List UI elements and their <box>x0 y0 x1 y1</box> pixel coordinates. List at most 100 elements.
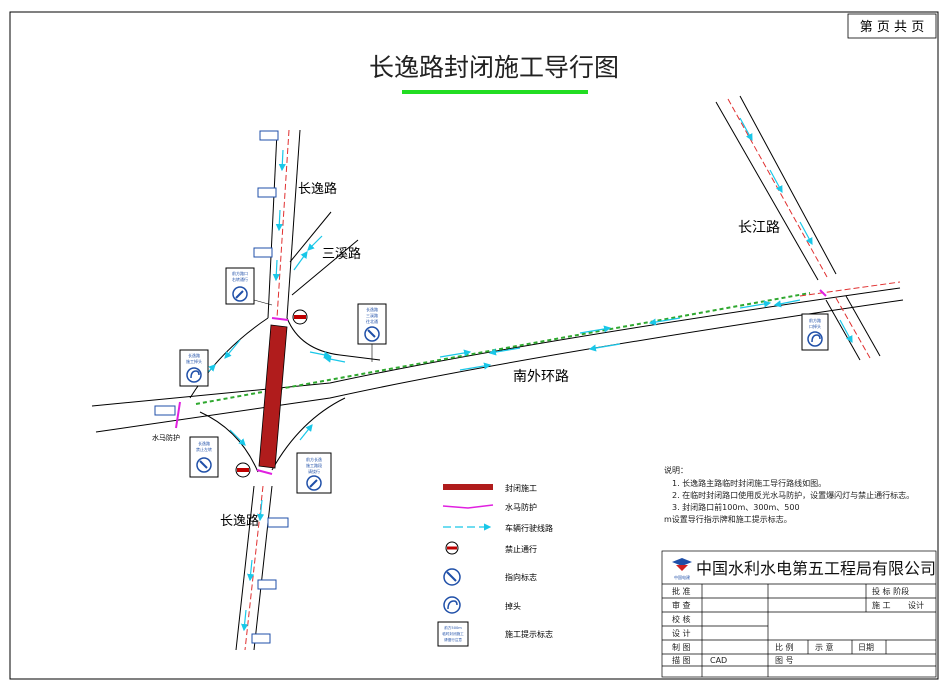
svg-text:请慢行注意: 请慢行注意 <box>444 637 462 642</box>
barrier-north <box>271 317 289 321</box>
title-block <box>661 550 937 678</box>
barrier-south <box>256 469 273 475</box>
label-sanxi: 三溪路 <box>322 246 361 262</box>
sheet-border <box>9 11 939 680</box>
legend-label: 车辆行驶线路 <box>505 523 553 533</box>
barrier-west <box>175 401 181 429</box>
changjiang-east-edge <box>739 95 837 275</box>
uturn-sign-right: 前方路 口掉头 <box>801 313 829 351</box>
changjiang-cross-centerline <box>799 281 901 297</box>
legend-label: 封闭施工 <box>505 483 537 493</box>
company-logo: 中国电建 <box>672 558 692 580</box>
svg-text:请绕行: 请绕行 <box>308 468 320 474</box>
legend-swatch-closure <box>443 484 493 490</box>
svg-text:往北通: 往北通 <box>366 318 378 324</box>
lane-sign <box>267 517 289 528</box>
legend-label: 禁止通行 <box>505 544 537 554</box>
svg-text:禁止左转: 禁止左转 <box>196 446 212 452</box>
nanwaihuan-south-edge <box>95 299 904 433</box>
svg-text:设 计: 设 计 <box>672 628 691 638</box>
svg-text:示 意: 示 意 <box>815 642 834 652</box>
svg-text:前方路口: 前方路口 <box>232 270 248 276</box>
legend-label: 施工提示标志 <box>505 629 553 639</box>
label-changjiang: 长江路 <box>738 220 780 236</box>
svg-text:施工掉头: 施工掉头 <box>186 358 202 364</box>
svg-text:设计: 设计 <box>908 600 924 610</box>
company-name: 中国水利水电第五工程局有限公司 <box>696 559 936 578</box>
page-counter-box <box>847 13 937 39</box>
pointer-sign-right: 前方长逸 施工路段 请绕行 <box>296 452 332 494</box>
svg-text:比 例: 比 例 <box>775 642 794 652</box>
uturn-sign-left: 长逸路 施工掉头 <box>179 349 209 387</box>
lane-sign <box>253 247 273 258</box>
changyi-south-centerline <box>244 485 264 651</box>
changjiang-centerline <box>727 98 828 278</box>
changjiang-west-edge <box>715 101 819 281</box>
label-changyi-north: 长逸路 <box>298 181 337 197</box>
no-entry-sign-south <box>235 462 251 478</box>
ramp-ne <box>286 317 381 361</box>
ramp-se <box>271 397 346 471</box>
svg-text:日期: 日期 <box>858 643 874 652</box>
lane-sign <box>257 579 277 590</box>
changyi-north-centerline <box>276 129 290 319</box>
title-block-rows: 批 准 审 查 校 核 设 计 制 图 描 图 投 标 阶段 施 工 设计 比 … <box>672 586 924 665</box>
svg-text:前方500m: 前方500m <box>444 625 462 630</box>
notes-line: m设置导行指示牌和施工提示标志。 <box>664 514 792 524</box>
label-changyi-south: 长逸路 <box>220 513 259 529</box>
changjiang-south-west-edge <box>825 299 861 361</box>
svg-text:投 标 阶段: 投 标 阶段 <box>872 586 909 596</box>
svg-text:前方长逸: 前方长逸 <box>306 456 322 462</box>
legend-notice-icon <box>437 621 469 647</box>
svg-text:校 核: 校 核 <box>672 614 691 624</box>
sanxi-road-edge-2 <box>291 239 359 296</box>
notes-line: 2. 在临时封闭路口使用反光水马防护，设置爆闪灯与禁止通行标志。 <box>672 490 914 500</box>
svg-text:施 工: 施 工 <box>872 600 891 610</box>
lane-sign <box>259 130 279 141</box>
changyi-south-east-edge <box>253 485 273 651</box>
changyi-north-west-edge <box>267 131 278 319</box>
svg-text:临时封闭施工: 临时封闭施工 <box>442 631 464 636</box>
no-entry-sign-north <box>292 309 308 325</box>
median-green-strip <box>195 292 811 405</box>
svg-text:施工路段: 施工路段 <box>306 462 322 468</box>
roadside-lane-signs <box>154 130 289 644</box>
legend: 封闭施工 水马防护 车辆行驶线路 禁止通行 指向标志 掉头 前方500m 临时封… <box>437 483 553 647</box>
sanxi-road-edge-1 <box>289 211 332 263</box>
pointer-sign-mid: 长逸路 三溪路 往北通 <box>357 303 387 362</box>
legend-label: 水马防护 <box>505 502 537 512</box>
page-counter: 第 页 共 页 <box>860 20 924 35</box>
svg-text:中国电建: 中国电建 <box>674 574 690 580</box>
notes-line: 1. 长逸路主路临时封闭施工导行路线如图。 <box>672 478 826 488</box>
pointer-sign-left: 前方路口 右转通行 <box>225 267 273 306</box>
notes: 说明： 1. 长逸路主路临时封闭施工导行路线如图。 2. 在临时封闭路口使用反光… <box>664 465 914 524</box>
legend-swatch-barrier <box>442 504 494 509</box>
drawing-title: 长逸路封闭施工导行图 <box>369 53 619 82</box>
svg-text:批 准: 批 准 <box>672 586 691 596</box>
svg-text:前方路: 前方路 <box>809 317 821 323</box>
lane-sign <box>154 405 176 416</box>
changyi-north-east-edge <box>286 129 301 319</box>
notes-heading: 说明： <box>664 465 688 475</box>
uturn-sign-left-low: 长逸路 禁止左转 <box>189 436 219 478</box>
closed-construction-section <box>258 324 288 469</box>
svg-text:长逸路: 长逸路 <box>366 306 378 312</box>
lane-sign <box>251 633 271 644</box>
nanwaihuan-north-edge <box>91 287 901 407</box>
svg-text:审 查: 审 查 <box>672 600 691 610</box>
svg-text:长逸路: 长逸路 <box>188 352 200 358</box>
ramp-sw <box>199 411 259 473</box>
changjiang-south-centerline <box>835 297 871 359</box>
svg-text:三溪路: 三溪路 <box>366 312 378 318</box>
svg-text:描 图: 描 图 <box>672 655 691 665</box>
svg-text:制 图: 制 图 <box>672 642 691 652</box>
svg-text:CAD: CAD <box>710 656 727 665</box>
barrier-label: 水马防护 <box>152 433 180 442</box>
vehicle-route-arrows <box>199 117 853 632</box>
svg-text:图 号: 图 号 <box>775 656 794 665</box>
changjiang-south-east-edge <box>845 295 881 357</box>
svg-text:右转通行: 右转通行 <box>232 276 248 282</box>
label-nanwaihuan: 南外环路 <box>513 369 569 385</box>
